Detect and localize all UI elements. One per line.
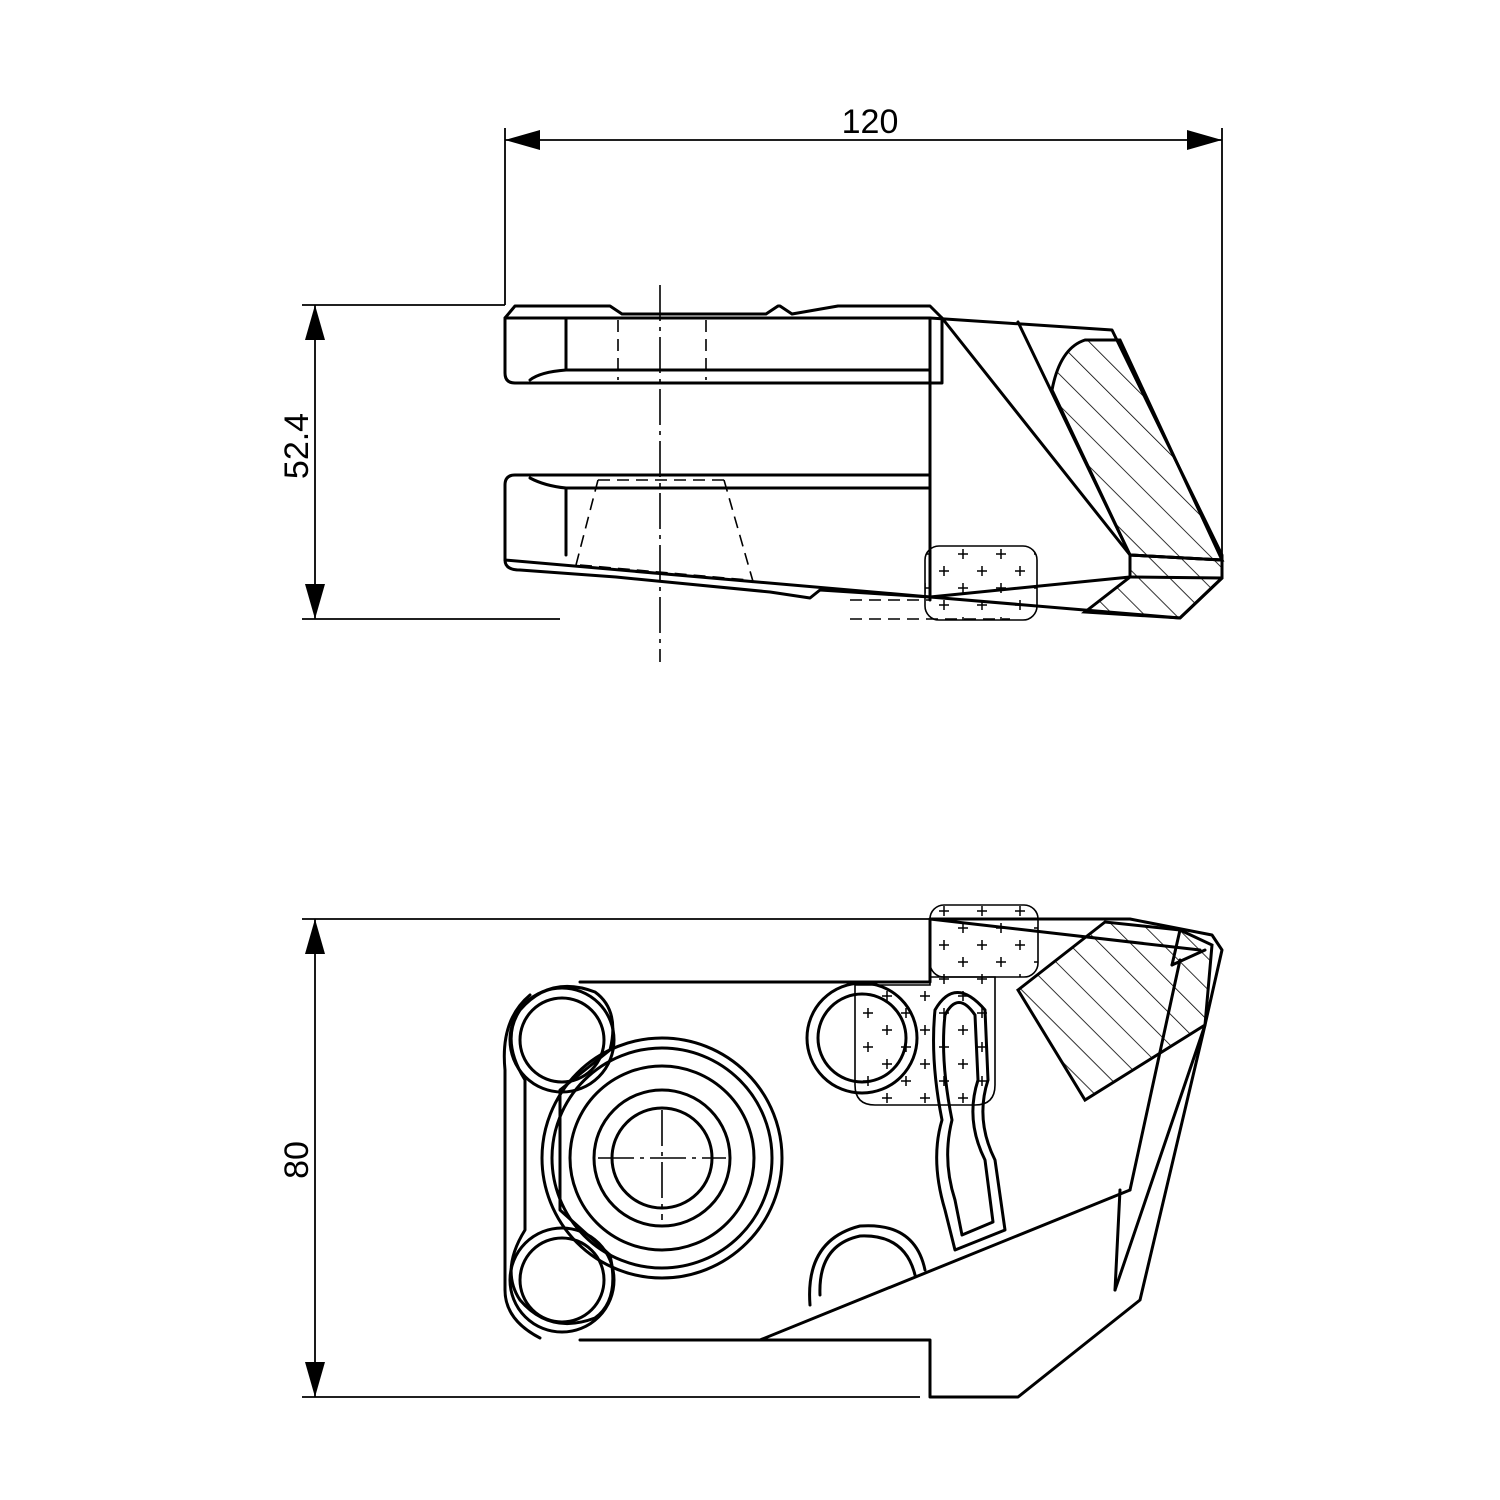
bolt-hole-top-right-inner [816, 992, 908, 1084]
side-height-dimension-label: 52.4 [278, 413, 316, 479]
bolt-hole-top-left-inner [518, 996, 606, 1084]
arrow-top-front [305, 919, 325, 954]
main-bore-outer [540, 1036, 784, 1280]
front-height-dimension-label: 80 [278, 1141, 316, 1179]
width-dimension-label: 120 [842, 103, 899, 141]
front-carbide-tip [1016, 920, 1214, 1103]
dimension-side-height: 52.4 [278, 304, 560, 620]
front-insert-top [929, 904, 1039, 978]
bolt-hole-bottom-right [808, 1224, 927, 1307]
wavy-slot-outer [932, 991, 1007, 1252]
arrow-left [505, 130, 540, 150]
bolt-hole-top-left [508, 986, 616, 1094]
lower-jaw [503, 473, 932, 600]
upper-jaw [503, 304, 944, 385]
main-bore-ring-2 [592, 1088, 732, 1228]
arrow-bottom [305, 584, 325, 619]
bolt-hole-bottom-left [508, 1226, 616, 1334]
arrow-top [305, 305, 325, 340]
main-bore-outer-2 [550, 1046, 774, 1270]
side-insert [924, 545, 1038, 621]
mount-outline [509, 984, 615, 1326]
main-bore-ring [568, 1064, 756, 1252]
side-carbide-tip [1050, 338, 1225, 562]
arrow-right [1187, 130, 1222, 150]
dimension-front-height: 80 [278, 918, 930, 1398]
side-view [503, 285, 1225, 662]
bolt-hole-bottom-left-inner [518, 1236, 606, 1324]
wavy-slot-inner [942, 1001, 995, 1237]
side-carbide-lower [1080, 553, 1224, 620]
bolt-hole-top-right [805, 981, 919, 1095]
arrow-bottom-front [305, 1362, 325, 1397]
front-view [502, 904, 1224, 1399]
dimension-width: 120 [504, 103, 1223, 560]
